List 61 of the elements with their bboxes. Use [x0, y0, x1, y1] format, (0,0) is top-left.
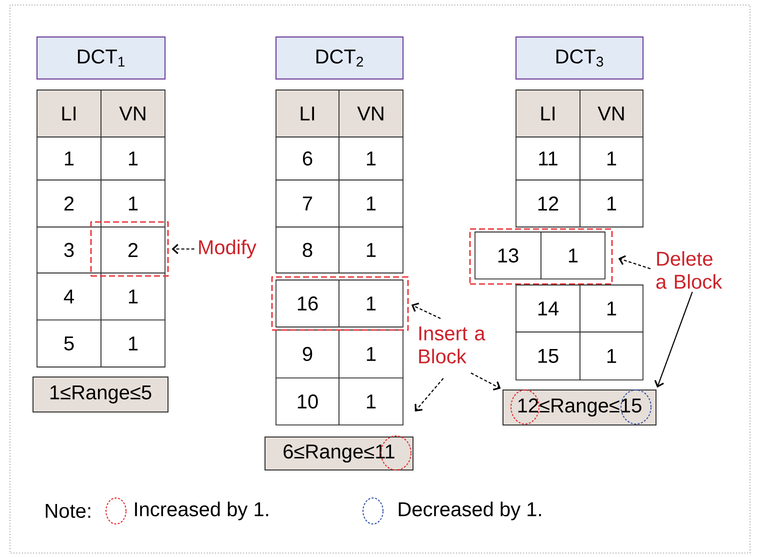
table-header-cell: VN [338, 90, 404, 138]
data-table [516, 90, 644, 228]
table-cell: 1 [36, 136, 102, 180]
annotation-text: Modify [199, 240, 256, 258]
legend-text: Increased by 1. [135, 502, 268, 520]
highlighted-row [271, 276, 409, 331]
highlighted-row [469, 228, 613, 285]
table-cell: 8 [276, 226, 340, 274]
table-cell: 12 [516, 180, 580, 228]
table-cell: 4 [36, 272, 102, 320]
table-header-cell: VN [100, 90, 166, 138]
table-cell: 6 [276, 136, 340, 180]
data-table [36, 90, 166, 368]
table-header-cell: LI [276, 90, 340, 138]
table-cell: 1 [100, 180, 166, 228]
annotation-text: Delete a Block [656, 251, 722, 289]
table-cell: 2 [36, 180, 102, 228]
arrow [654, 292, 693, 388]
table-cell: 1 [338, 180, 404, 228]
table-cell: 1 [580, 284, 644, 332]
range-box: 1≤Range≤5 [32, 376, 168, 412]
table-cell: 1 [338, 226, 404, 274]
table-cell: 1 [580, 332, 644, 380]
table-cell: 11 [516, 136, 580, 180]
table-cell: 1 [580, 180, 644, 228]
arrow [411, 302, 441, 319]
table-cell: 1 [338, 280, 404, 328]
arrow [414, 378, 444, 412]
table-cell: 16 [276, 280, 340, 328]
table-cell: 1 [338, 136, 404, 180]
table-cell: 10 [276, 378, 340, 426]
table-cell: 13 [474, 232, 542, 280]
range-box: 12≤Range≤15 [502, 390, 656, 426]
table-cell: 15 [516, 332, 580, 380]
table-cell: 1 [580, 136, 644, 180]
legend-text: Decreased by 1. [398, 502, 541, 520]
table-title-box: DCT$_{2}$ [275, 36, 404, 80]
table-cell: 9 [276, 330, 340, 378]
table-title-box: DCT$_{1}$ [36, 36, 166, 80]
table-header-cell: LI [36, 90, 102, 138]
table-header-cell: LI [516, 90, 580, 138]
arrow [470, 372, 501, 390]
arrow [618, 255, 651, 270]
table-title-box: DCT$_{3}$ [515, 36, 644, 80]
table-cell: 5 [36, 320, 102, 368]
table-cell: 1 [100, 320, 166, 368]
table-cell: 14 [516, 284, 580, 332]
table-cell: 3 [36, 226, 102, 274]
data-table [276, 90, 404, 426]
table-cell: 1 [338, 378, 404, 426]
range-box: 6≤Range≤11 [264, 436, 414, 470]
arrow [172, 244, 194, 254]
table-cell: 1 [540, 232, 606, 280]
table-cell: 1 [100, 136, 166, 180]
table-cell: 1 [100, 272, 166, 320]
note-label: Note: [46, 504, 90, 518]
table-cell: 7 [276, 180, 340, 228]
table-cell: 1 [338, 330, 404, 378]
table-header-cell: VN [580, 90, 644, 138]
annotation-text: Insert a Block [419, 326, 486, 364]
data-table [516, 284, 644, 380]
